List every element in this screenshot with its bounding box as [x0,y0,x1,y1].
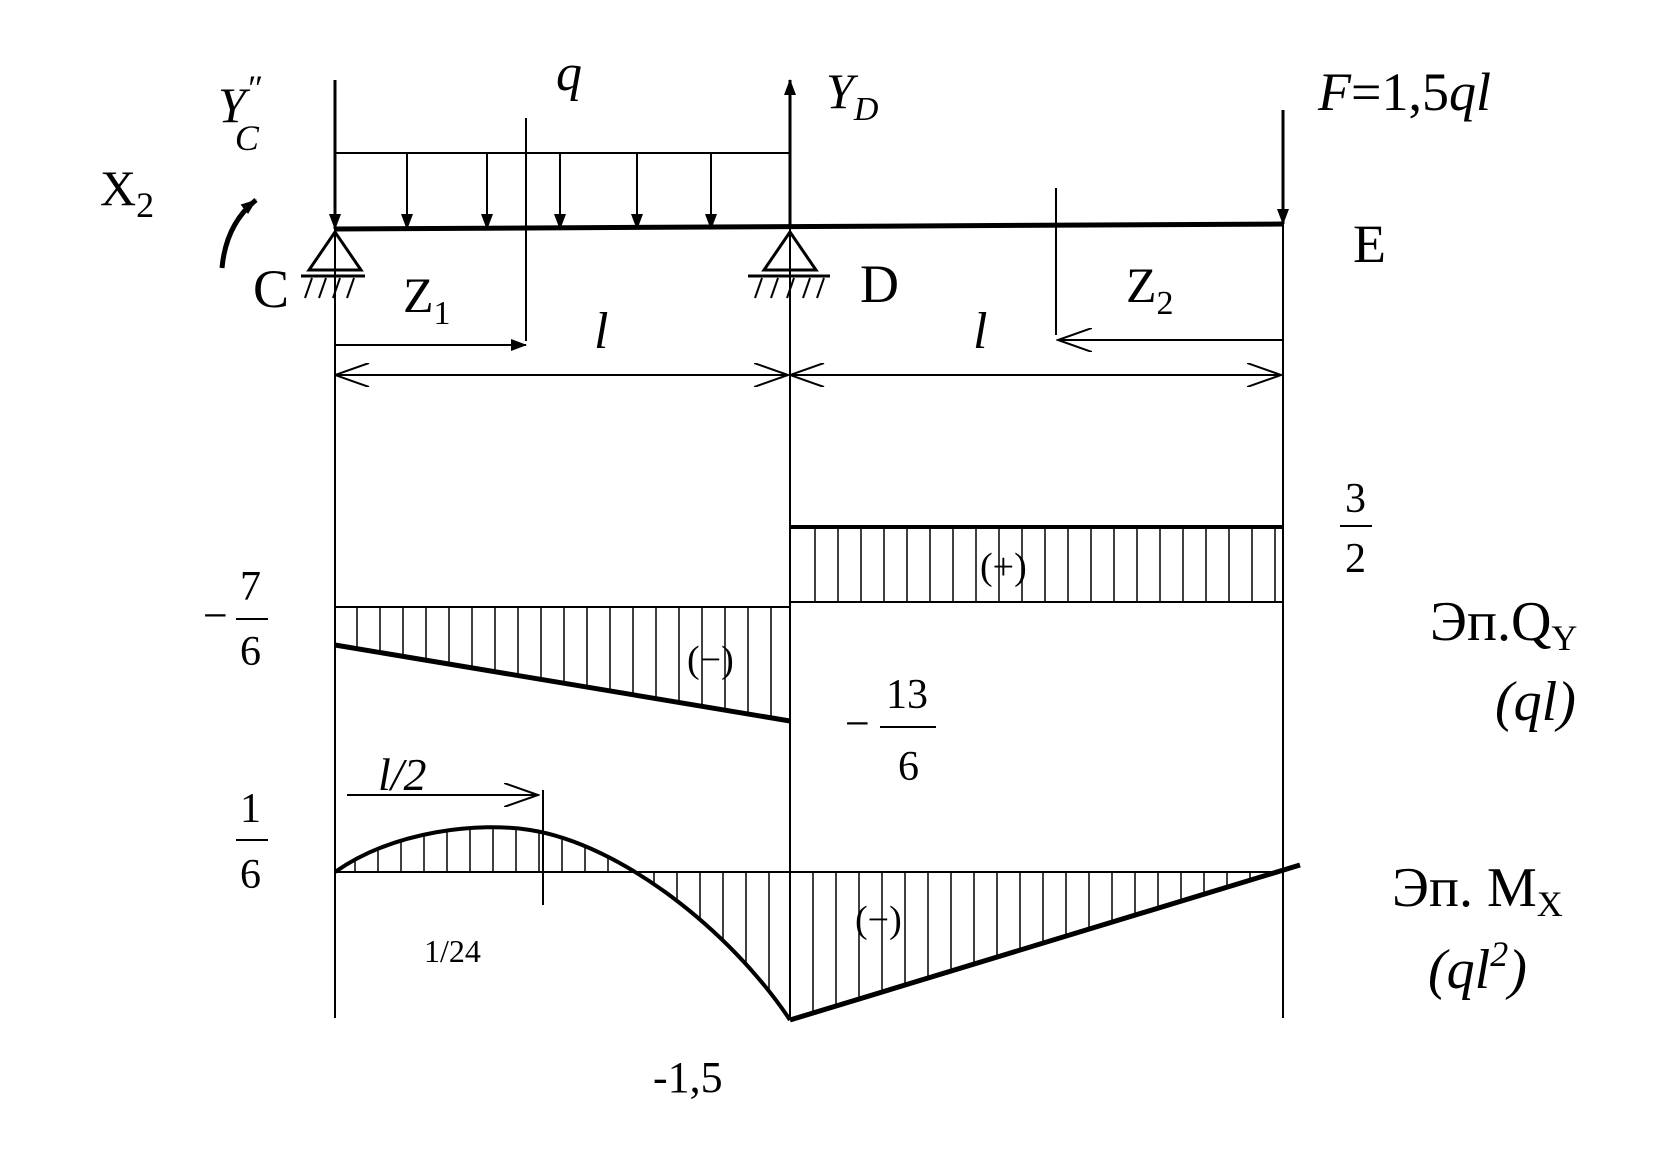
moment-parabola [333,825,792,1022]
support-d-hatch [770,277,779,299]
point-c-label: C [253,259,289,319]
moment-title: Эп. MX [1392,857,1563,924]
moment-min-value: -1,5 [653,1053,723,1102]
z2-label: Z2 [1126,257,1174,322]
moment-max-numerator: 1 [240,786,261,832]
shear-left-sign: − [203,591,228,640]
shear-mid-numerator: 13 [886,672,928,718]
support-d-hatch [754,277,763,299]
moment-negative-sign: (−) [855,899,902,941]
shear-hatching [356,527,1276,718]
z1-label: Z1 [403,267,451,332]
half-span-label: l/2 [378,749,427,800]
distributed-load [335,152,790,230]
shear-right-numerator: 3 [1345,476,1366,522]
shear-negative-line [334,642,791,724]
point-e-label: E [1353,214,1386,274]
moment-max-denominator: 6 [240,852,261,898]
force-f-label: F=1,5ql [1317,62,1491,122]
shear-title: Эп.QY [1430,591,1577,658]
support-d-hatch [802,277,811,299]
shear-positive-sign: (+) [980,546,1027,588]
support-c-hatch [346,277,355,299]
beam [219,79,1289,375]
support-c-hatch [318,277,327,299]
span-1-label: l [594,303,608,360]
span-2-label: l [973,303,987,360]
reaction-d-label: YD [826,63,879,128]
shear-right-denominator: 2 [1345,536,1366,582]
moment-units: (ql2) [1428,934,1527,1001]
load-q-label: q [556,45,582,102]
moment-x2-label: X2 [100,160,154,225]
shear-mid-denominator: 6 [898,744,919,790]
shear-units: (ql) [1495,671,1576,733]
shear-left-numerator: 7 [240,564,261,610]
moment-diagram [333,790,1301,1023]
support-c [301,229,365,299]
moment-x2-arrow [219,198,258,269]
beam-axis [334,221,1284,232]
moment-max-value: 1/24 [424,933,481,969]
point-d-label: D [860,254,899,314]
shear-left-denominator: 6 [240,629,261,675]
moment-linear [789,862,1301,1023]
shear-diagram [334,525,1283,724]
reaction-c-label: Y″C [218,68,262,158]
moment-hatching [354,827,1274,1014]
support-c-hatch [304,277,313,299]
shear-negative-sign: (−) [687,639,734,681]
support-d-hatch [816,277,825,299]
shear-mid-sign: − [845,699,870,748]
